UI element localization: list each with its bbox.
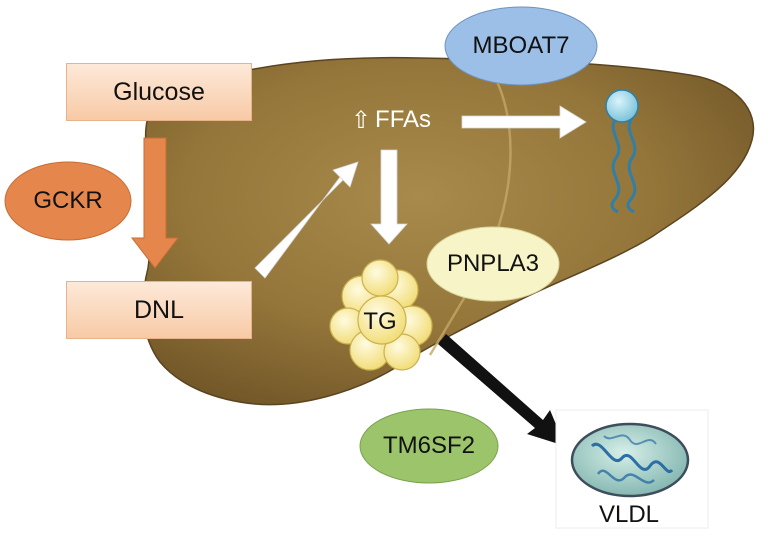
dnl-to-ffas-arrow (254, 161, 359, 279)
glucose-to-dnl-arrow (130, 137, 180, 269)
tm6sf2-ellipse (359, 408, 499, 484)
ffas-to-tg-arrow (370, 149, 408, 245)
vldl-label: VLDL (598, 501, 660, 528)
pnpla3-label: PNPLA3 (446, 250, 540, 277)
vldl-particle (555, 409, 709, 529)
up-arrow-icon: ⇧ (350, 106, 372, 134)
phospholipid-tail-right (626, 117, 637, 214)
ffas-node: ⇧ FFAs (336, 102, 446, 138)
gckr-ellipse (4, 161, 132, 241)
vldl-helix (603, 434, 657, 445)
gckr-node: GCKR (5, 162, 131, 240)
tg-to-vldl-arrow (438, 334, 565, 446)
tg-node: TG (350, 306, 410, 338)
tm6sf2-node: TM6SF2 (360, 409, 498, 483)
dnl-box: DNL (66, 281, 252, 339)
vldl-helix (590, 442, 674, 474)
pnpla3-node: PNPLA3 (427, 227, 559, 301)
mboat7-label: MBOAT7 (472, 32, 570, 59)
mboat7-node: MBOAT7 (445, 7, 597, 85)
mboat7-ellipse (444, 6, 598, 86)
tg-droplet (361, 259, 399, 297)
tg-droplet-cluster (329, 259, 433, 371)
dnl-label: DNL (133, 295, 184, 324)
pnpla3-ellipse (426, 226, 560, 302)
tg-label: TG (363, 308, 397, 335)
tg-droplet (357, 295, 407, 345)
gckr-label: GCKR (33, 187, 103, 214)
vldl-ellipse (570, 422, 690, 498)
vldl-node: VLDL (574, 498, 684, 532)
phospholipid-tail-left (610, 117, 621, 214)
phospholipid-head (605, 89, 639, 123)
vldl-helix (596, 469, 655, 484)
phospholipid-icon (605, 89, 639, 214)
ffas-label: FFAs (375, 106, 432, 133)
pathway-arrows (130, 105, 587, 446)
glucose-box: Glucose (66, 63, 252, 121)
ffas-to-phospholipid-arrow (461, 105, 587, 139)
glucose-label: Glucose (113, 77, 205, 106)
tm6sf2-label: TM6SF2 (382, 432, 475, 459)
